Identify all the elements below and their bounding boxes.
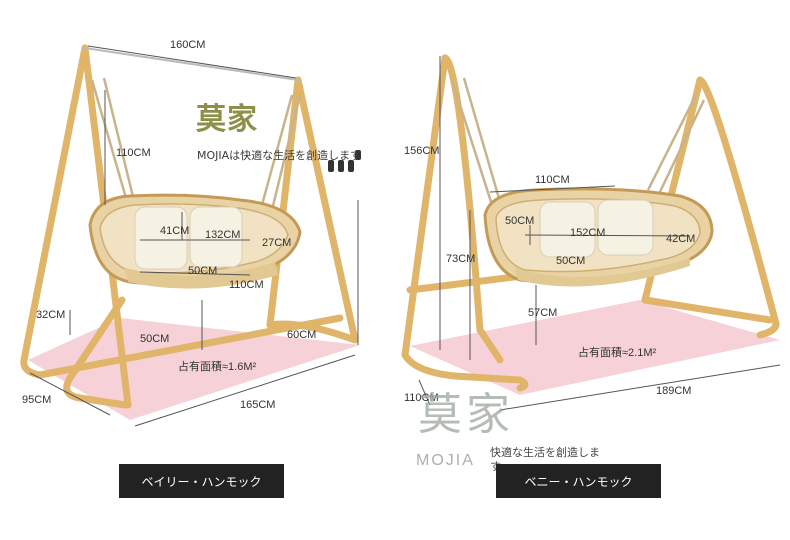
left-floor-area [28,318,360,420]
watermark-brand-bottom: MOJIA [416,452,475,469]
right-product-label: ベニー・ハンモック [496,464,661,498]
dim-seat-depth: 41CM [160,225,190,237]
dim-foot-width: 60CM [287,329,317,341]
watermark-logo-bottom: 莫家 [418,389,514,440]
dim-seat-height-from-top: 110CM [116,147,151,159]
right-ropes [450,77,706,206]
dim-seat-width-right: 152CM [570,227,606,239]
left-ropes [90,77,302,211]
dim-overall-length: 165CM [240,399,276,411]
dim-side-height-right: 42CM [666,233,696,245]
dim-ground-clearance-right: 57CM [528,307,558,319]
dim-cushion-depth-right: 50CM [556,255,586,267]
dim-frame-height: 156CM [404,145,440,157]
watermark-tagline-top: MOJIAは快適な生活を創造します [197,149,362,162]
watermark-tagline-bottom: 快適な生活を創造します [490,446,600,473]
left-hammock [20,44,361,427]
right-floor-area [410,300,780,395]
dim-overall-depth-right: 110CM [404,392,439,404]
dim-side-height: 27CM [262,237,292,249]
right-hammock [401,54,781,411]
dim-seat-width: 132CM [205,229,241,241]
dim-base-depth: 50CM [140,333,170,345]
right-dimension-lines [418,56,781,411]
dim-ground-clearance: 32CM [36,309,66,321]
dim-seat-length: 110CM [229,279,264,291]
dim-frame-width: 160CM [170,39,206,51]
footprint-right: 占有面積≈2.1M² [578,347,657,359]
left-frame [20,44,359,409]
dim-seat-height-right: 73CM [446,253,476,265]
dim-overall-length-right: 189CM [656,385,692,397]
left-dimension-lines [29,45,359,427]
hooks-icon [328,150,361,172]
watermark-logo-top: 莫家 [196,102,258,137]
dim-seat-width-top: 110CM [535,174,570,186]
left-product-label: ベイリー・ハンモック [119,464,284,498]
dim-overall-depth: 95CM [22,394,52,406]
footprint-left: 占有面積≈1.6M² [178,361,257,373]
dim-cushion-depth: 50CM [188,265,218,277]
dim-seat-depth-right: 50CM [505,215,535,227]
